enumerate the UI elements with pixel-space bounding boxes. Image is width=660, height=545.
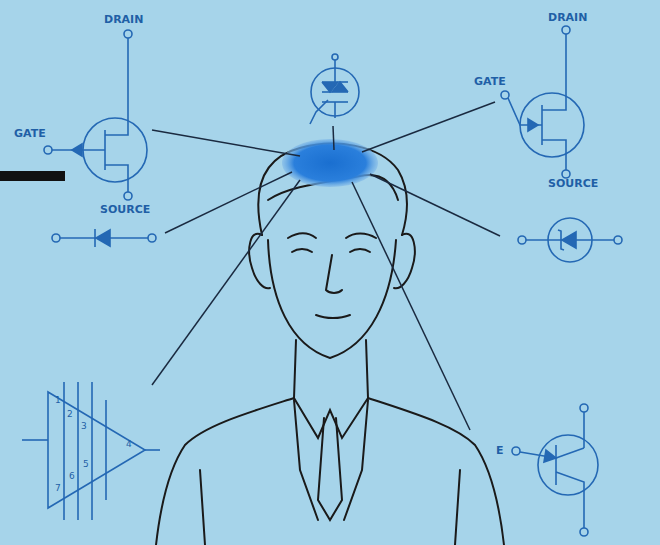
terminal-label: E [496,445,504,456]
pin-number: 1 [55,396,61,405]
terminal-label: SOURCE [100,204,150,215]
jfet-symbol [501,26,584,178]
terminal-label: GATE [14,128,46,139]
terminal-label: SOURCE [548,178,598,189]
black-bar [0,171,65,181]
terminal-label: DRAIN [104,14,143,25]
triac-symbol [310,54,359,124]
pin-number: 5 [83,460,89,469]
transistor-symbol [512,404,598,536]
opamp-symbol [22,382,160,520]
zener-diode-symbol [518,218,622,262]
diode-symbol [52,229,156,247]
pin-number: 6 [69,472,75,481]
jfet-symbol [44,30,147,200]
pin-number: 2 [67,410,73,419]
terminal-label: GATE [474,76,506,87]
pin-number: 3 [81,422,87,431]
glow-spot [282,139,378,187]
pin-number: 7 [55,484,61,493]
man-figure [156,144,504,545]
symbols [22,26,622,536]
pin-number: 4 [126,440,132,449]
terminal-label: DRAIN [548,12,587,23]
leader-lines [152,102,500,430]
